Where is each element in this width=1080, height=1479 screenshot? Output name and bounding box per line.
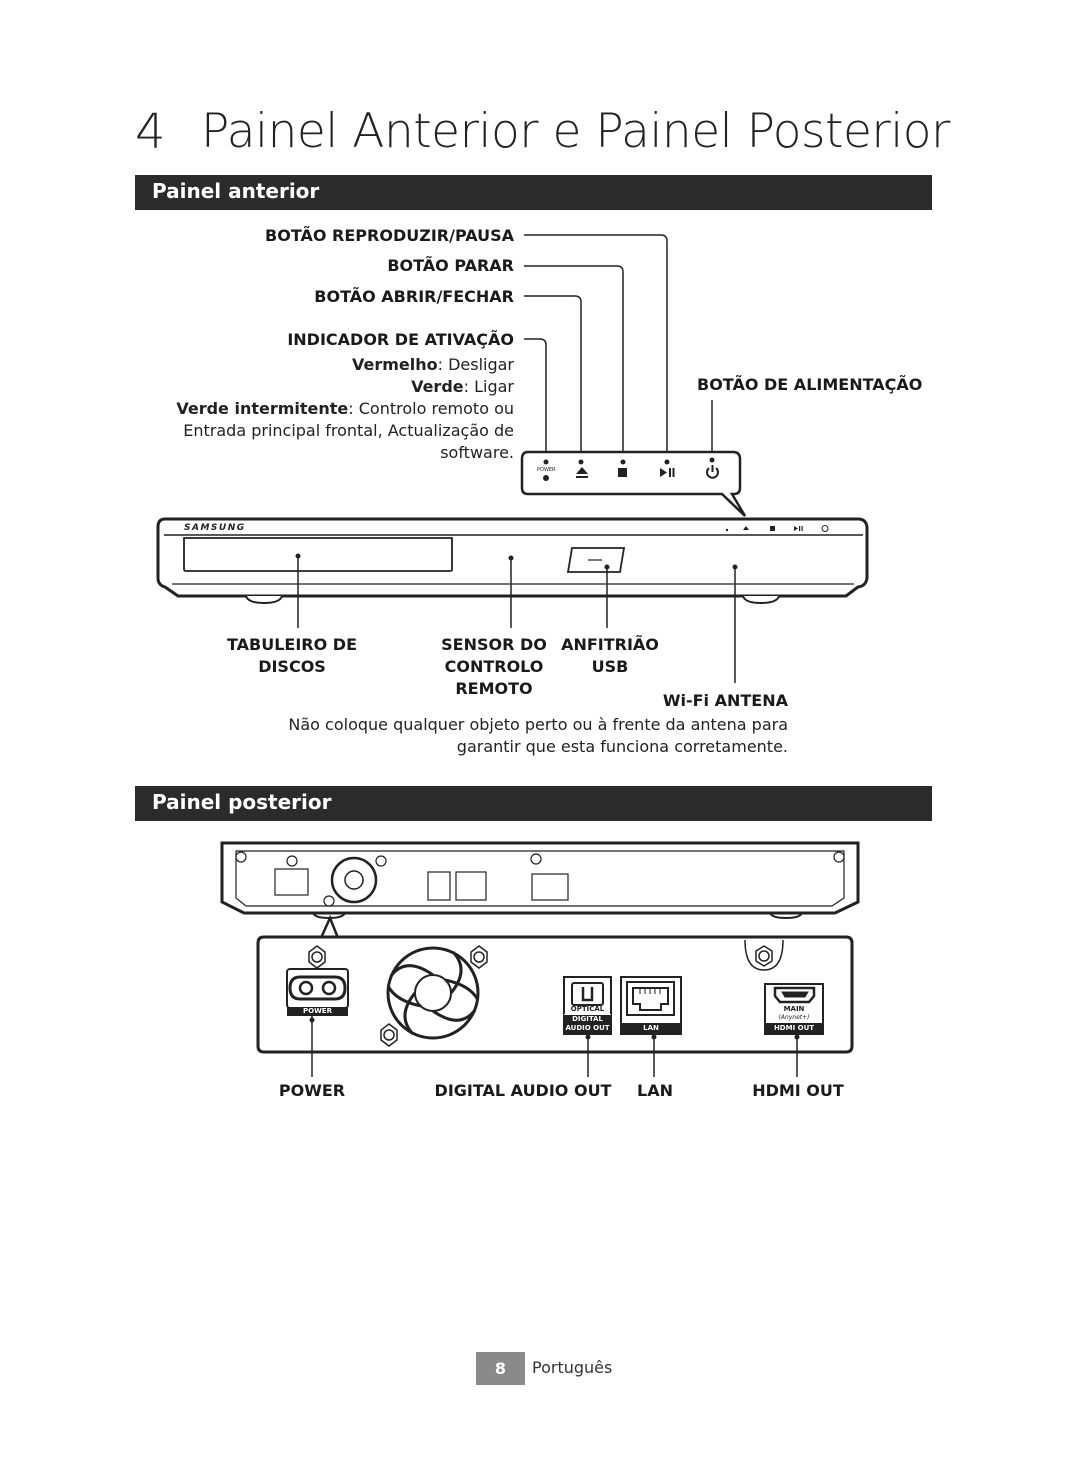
brand-logo: SAMSUNG xyxy=(184,523,246,533)
label-usb-2: USB xyxy=(591,657,629,676)
chapter-title: Painel Anterior e Painel Posterior xyxy=(201,104,950,159)
indicator-green: Verde: Ligar xyxy=(160,377,514,396)
label-wifi: Wi-Fi ANTENA xyxy=(662,691,788,710)
page-language: Português xyxy=(532,1358,613,1377)
label-rear-hdmi: HDMI OUT xyxy=(752,1081,844,1100)
indicator-red-value: : Desligar xyxy=(437,355,514,374)
indicator-blink: Verde intermitente: Controlo remoto ou xyxy=(150,399,514,418)
indicator-green-value: : Ligar xyxy=(463,377,514,396)
page-number: 8 xyxy=(476,1352,525,1385)
port-text-hdmi-main: MAIN xyxy=(783,1005,805,1013)
stop-icon xyxy=(618,468,627,477)
label-usb-1: ANFITRIÃO xyxy=(561,635,659,654)
label-indicator: INDICADOR DE ATIVAÇÃO xyxy=(287,330,514,349)
label-disc-tray-1: TABULEIRO DE xyxy=(226,635,358,654)
wifi-note-line1: Não coloque qualquer objeto perto ou à f… xyxy=(288,715,788,734)
player-rear-body xyxy=(220,841,860,920)
label-disc-tray-2: DISCOS xyxy=(258,657,326,676)
label-rear-digital-audio: DIGITAL AUDIO OUT xyxy=(434,1081,612,1100)
label-stop: BOTÃO PARAR xyxy=(387,256,514,275)
section-bar-rear: Painel posterior xyxy=(135,786,932,821)
chapter-number: 4 xyxy=(135,104,166,160)
indicator-blink-label: Verde intermitente xyxy=(176,399,349,418)
port-text-digital: DIGITAL xyxy=(564,1015,611,1023)
label-play-pause: BOTÃO REPRODUZIR/PAUSA xyxy=(265,226,514,245)
power-icon xyxy=(706,465,719,479)
label-rear-lan: LAN xyxy=(637,1081,673,1100)
power-port xyxy=(286,968,349,1009)
port-text-power: POWER xyxy=(303,1007,332,1015)
section-heading-rear: Painel posterior xyxy=(152,790,332,814)
indicator-blink-line2: Entrada principal frontal, Actualização … xyxy=(183,421,514,440)
label-sensor-2: CONTROLO xyxy=(444,657,544,676)
panel-power-text: POWER xyxy=(537,467,556,473)
port-text-anynet: (Anynet+) xyxy=(778,1014,810,1021)
port-text-audio-out: AUDIO OUT xyxy=(565,1024,610,1032)
wifi-note-line2: garantir que esta funciona corretamente. xyxy=(456,737,788,756)
rear-zoom-panel xyxy=(256,935,854,1054)
port-text-lan: LAN xyxy=(643,1024,659,1032)
fan-grille xyxy=(386,946,480,1040)
label-sensor-3: REMOTO xyxy=(455,679,533,698)
port-text-hdmi-out: HDMI OUT xyxy=(773,1024,815,1032)
section-bar-front: Painel anterior xyxy=(135,175,932,210)
label-rear-power: POWER xyxy=(278,1081,346,1100)
player-front-body xyxy=(156,517,869,605)
eject-icon xyxy=(576,467,588,478)
label-power-button: BOTÃO DE ALIMENTAÇÃO xyxy=(697,375,923,394)
indicator-red: Vermelho: Desligar xyxy=(160,355,514,374)
indicator-green-label: Verde xyxy=(411,377,464,396)
play-pause-icon xyxy=(660,468,675,477)
label-eject: BOTÃO ABRIR/FECHAR xyxy=(314,287,514,306)
indicator-red-label: Vermelho xyxy=(351,355,438,374)
label-sensor-1: SENSOR DO xyxy=(441,635,547,654)
section-heading-front: Painel anterior xyxy=(152,179,320,203)
indicator-blink-line3: software. xyxy=(440,443,514,462)
port-text-optical: OPTICAL xyxy=(570,1005,605,1013)
indicator-blink-value: : Controlo remoto ou xyxy=(348,399,514,418)
